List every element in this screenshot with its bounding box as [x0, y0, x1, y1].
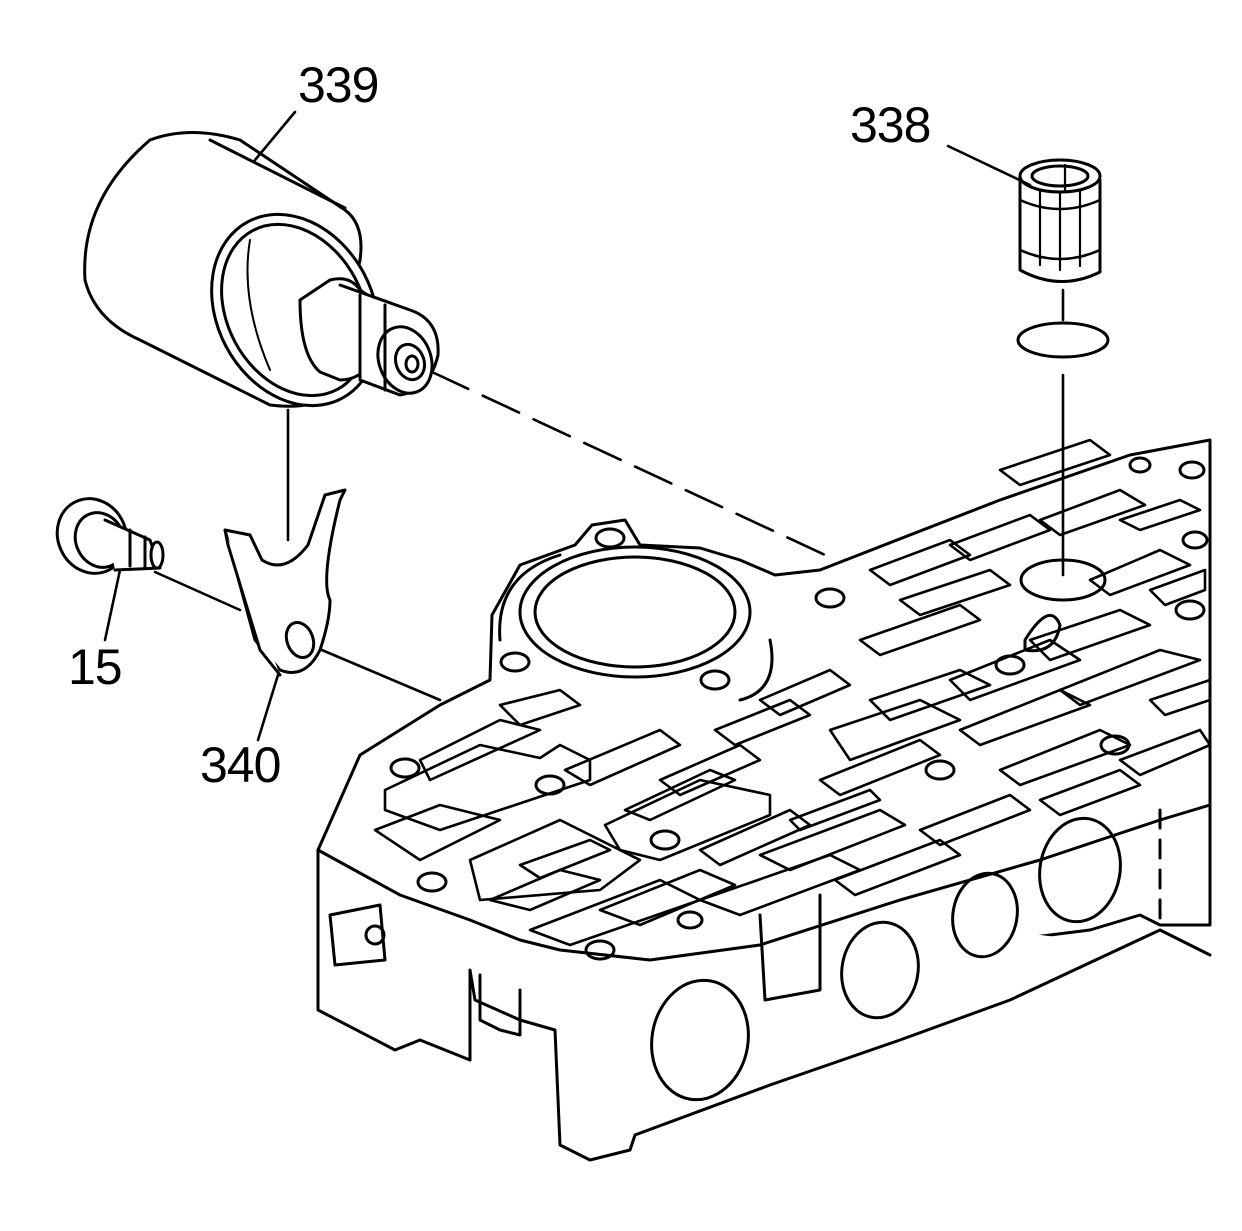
- bore-2: [834, 916, 926, 1024]
- bracket-340: [225, 490, 345, 675]
- callout-339: 339: [298, 57, 379, 113]
- bolt-centerline: [155, 572, 240, 610]
- leader-lines: [105, 112, 1030, 740]
- bracket-hole: [282, 619, 319, 662]
- bore-4: [1032, 812, 1129, 928]
- valve-body-channels: [375, 440, 1210, 945]
- o-ring: [1018, 323, 1108, 357]
- bracket-centerline: [310, 645, 440, 700]
- leader-338: [948, 146, 1030, 185]
- valve-body-front-edge: [318, 805, 1210, 960]
- valve-body-front-face: [318, 850, 1210, 1160]
- solenoid-centerline: [432, 372, 825, 555]
- valve-body-slot: [330, 905, 385, 965]
- callout-15: 15: [68, 639, 123, 695]
- valve-body-holes: [391, 458, 1207, 959]
- callout-340: 340: [200, 737, 281, 793]
- solenoid-339: [85, 133, 441, 435]
- accumulator-bore: [520, 547, 750, 677]
- leader-15: [105, 570, 120, 640]
- valve-body: [318, 440, 1210, 1160]
- leader-340: [258, 675, 278, 740]
- bore-1: [642, 973, 757, 1108]
- leader-339: [255, 112, 295, 160]
- alignment-lines: [155, 290, 1063, 700]
- valve-body-step: [760, 895, 820, 1000]
- valve-body-lower-lip: [470, 975, 520, 1060]
- callout-338: 338: [850, 97, 931, 153]
- bolt-15: [45, 487, 163, 585]
- bore-3: [946, 868, 1024, 962]
- filter-338: [1018, 160, 1108, 357]
